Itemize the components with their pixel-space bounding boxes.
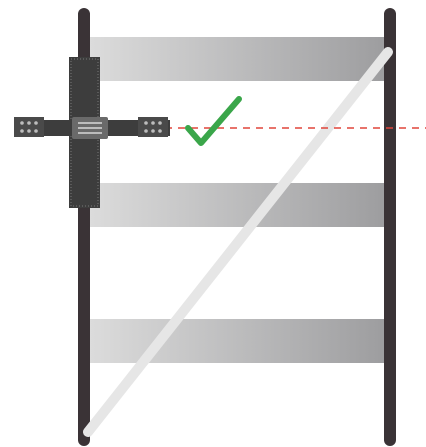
rivet xyxy=(158,121,162,125)
rivet xyxy=(27,129,31,133)
middle-rail xyxy=(88,183,386,227)
rivet xyxy=(34,129,38,133)
bottom-rail xyxy=(88,319,386,363)
top-rail xyxy=(88,37,386,81)
rivet xyxy=(20,121,24,125)
rivet xyxy=(144,121,148,125)
check-icon xyxy=(185,96,242,146)
bracket-right-end-plate xyxy=(138,117,168,137)
cross-bracket xyxy=(14,57,170,208)
rivet xyxy=(20,129,24,133)
rivet xyxy=(144,129,148,133)
rivet xyxy=(151,121,155,125)
rivet xyxy=(151,129,155,133)
bracket-left-end-plate xyxy=(14,117,44,137)
rivet xyxy=(158,129,162,133)
rivet xyxy=(27,121,31,125)
rivet xyxy=(34,121,38,125)
diagonal-brace xyxy=(83,47,393,437)
